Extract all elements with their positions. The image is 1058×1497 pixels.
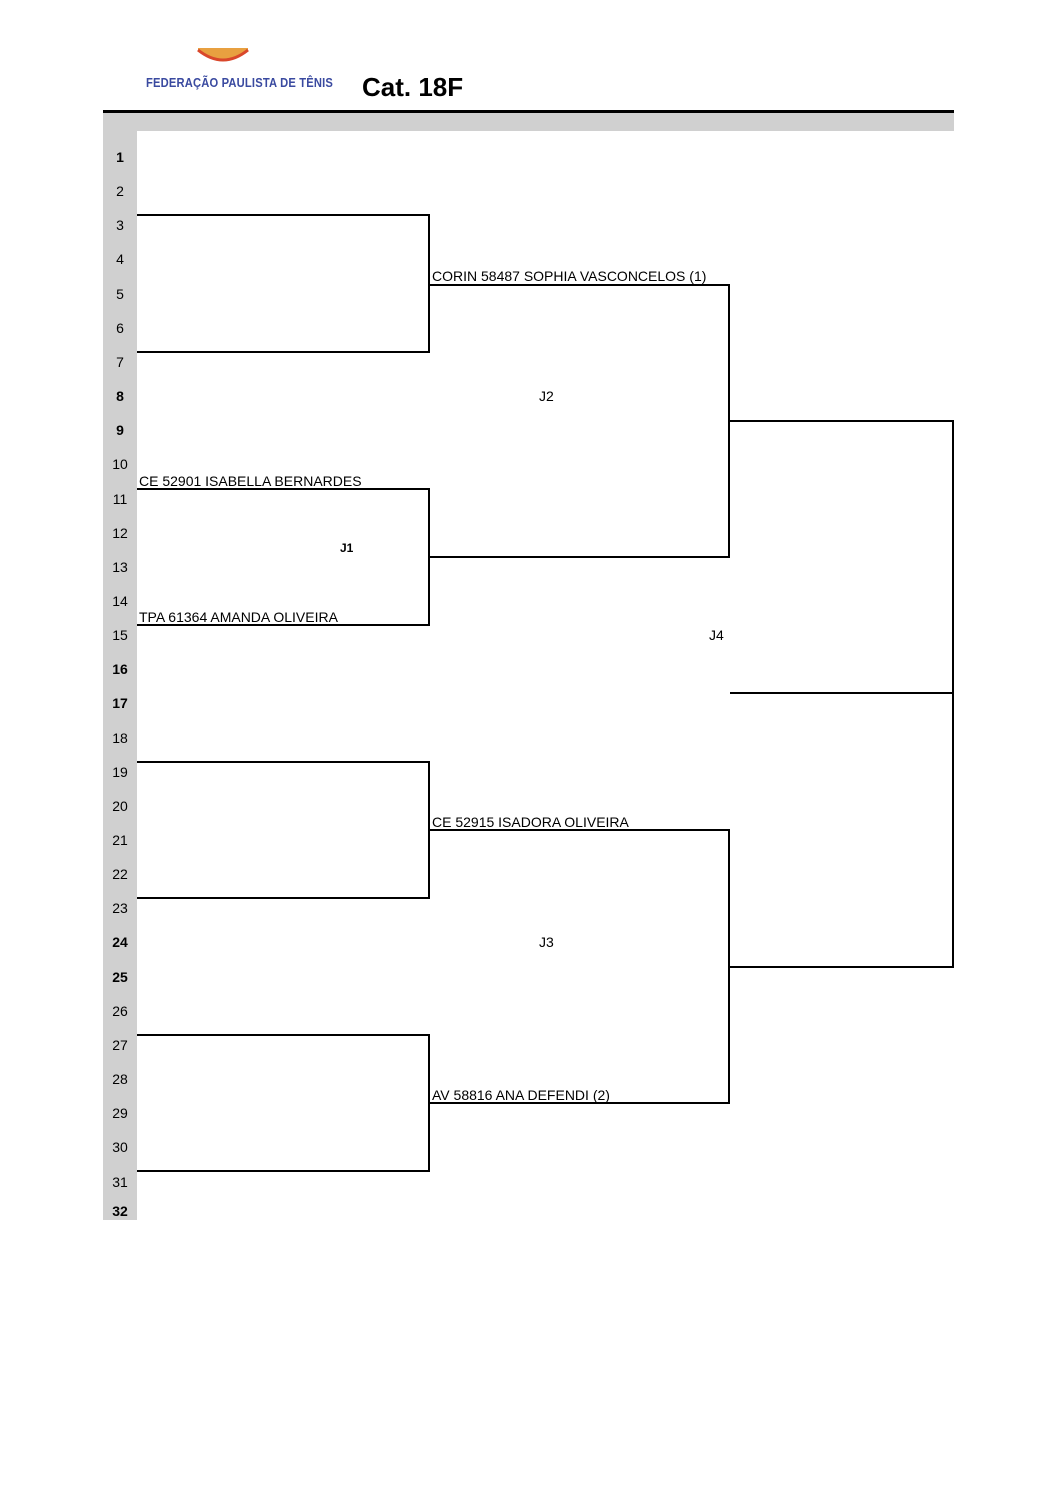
r3-winner-line <box>730 692 954 694</box>
row-number-column <box>103 131 137 1220</box>
row-number: 30 <box>112 1139 128 1155</box>
row-number: 2 <box>116 183 124 199</box>
category-title: Cat. 18F <box>362 72 464 102</box>
r2-box1-bottom <box>430 556 730 558</box>
row-number: 15 <box>112 627 128 643</box>
row-number: 1 <box>116 149 124 165</box>
r2-box2-vertical <box>728 829 730 1104</box>
player-entry: AV 58816 ANA DEFENDI (2) <box>432 1087 610 1103</box>
player-entry: CE 52915 ISADORA OLIVEIRA <box>432 814 629 830</box>
row-number: 22 <box>112 866 128 882</box>
r1-box3-vertical <box>428 761 430 899</box>
row-number: 16 <box>112 661 128 677</box>
r1-box1-top <box>137 214 430 216</box>
r2-box2-top <box>430 829 730 831</box>
row-number: 18 <box>112 730 128 746</box>
row-number: 24 <box>112 934 128 950</box>
row-number: 13 <box>112 559 128 575</box>
player-entry: CORIN 58487 SOPHIA VASCONCELOS (1) <box>432 268 707 284</box>
r1-box3-top <box>137 761 430 763</box>
r1-box2-bottom <box>137 624 430 626</box>
row-number: 27 <box>112 1037 128 1053</box>
r3-box-top <box>730 420 954 422</box>
row-number: 20 <box>112 798 128 814</box>
row-number: 19 <box>112 764 128 780</box>
r3-box-vertical <box>952 420 954 968</box>
row-number: 4 <box>116 251 124 267</box>
r1-box4-top <box>137 1034 430 1036</box>
row-number: 25 <box>112 969 128 985</box>
match-label-j4: J4 <box>709 627 724 643</box>
r1-box3-bottom <box>137 897 430 899</box>
match-label-j2: J2 <box>539 388 554 404</box>
row-number: 8 <box>116 388 124 404</box>
r2-box2-bottom <box>430 1102 730 1104</box>
row-number: 28 <box>112 1071 128 1087</box>
match-label-j1: J1 <box>340 541 354 555</box>
player-entry: TPA 61364 AMANDA OLIVEIRA <box>139 609 338 625</box>
r2-box1-vertical <box>728 284 730 558</box>
r2-box1-top <box>430 284 730 286</box>
row-number: 23 <box>112 900 128 916</box>
row-number: 17 <box>112 695 128 711</box>
row-number: 26 <box>112 1003 128 1019</box>
match-label-j3: J3 <box>539 934 554 950</box>
r1-box4-bottom <box>137 1170 430 1172</box>
header-divider <box>103 110 954 113</box>
row-number: 5 <box>116 286 124 302</box>
row-number: 32 <box>112 1203 128 1219</box>
r1-box2-vertical <box>428 488 430 626</box>
row-number: 29 <box>112 1105 128 1121</box>
federation-logo <box>197 48 249 62</box>
row-number: 21 <box>112 832 128 848</box>
row-number: 11 <box>112 491 128 507</box>
r1-box4-vertical <box>428 1034 430 1172</box>
row-number: 9 <box>116 422 124 438</box>
federation-name: FEDERAÇÃO PAULISTA DE TÊNIS <box>146 75 334 90</box>
row-number: 3 <box>116 217 124 233</box>
row-number: 7 <box>116 354 124 370</box>
row-number: 14 <box>112 593 128 609</box>
r3-box-bottom <box>730 966 954 968</box>
row-number: 12 <box>112 525 128 541</box>
player-entry: CE 52901 ISABELLA BERNARDES <box>139 473 362 489</box>
gray-band-top <box>103 113 954 131</box>
r1-box2-top <box>137 488 430 490</box>
r1-box1-bottom <box>137 351 430 353</box>
row-number: 31 <box>112 1174 128 1190</box>
row-number: 6 <box>116 320 124 336</box>
r1-box1-vertical <box>428 214 430 353</box>
row-number: 10 <box>112 456 128 472</box>
